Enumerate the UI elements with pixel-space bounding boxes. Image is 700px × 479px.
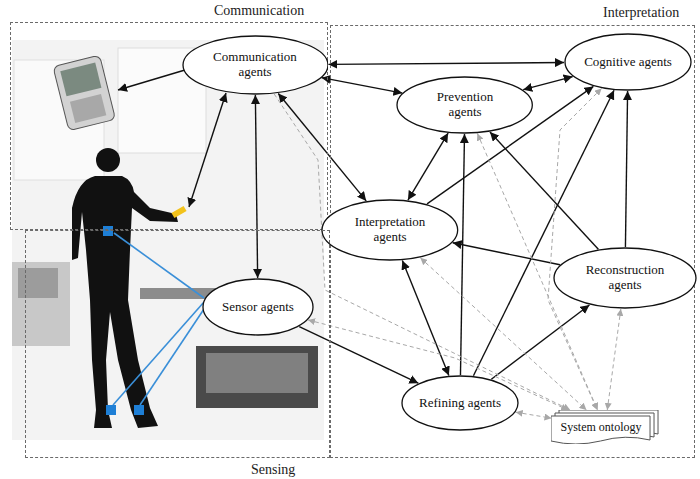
agent-ellipse: Interpretation agents [321,199,459,261]
agent-link [408,133,448,200]
label-holder: Reconstruction agents [575,263,675,293]
tv-screen [206,353,308,393]
agent-ellipse: Communication agents [182,35,329,95]
agent-link [278,93,366,200]
region-heading: Sensing [251,462,295,478]
ellipse-outline [322,200,458,260]
agent-ellipse: Sensor agents [202,278,314,336]
phone-keypad [70,94,106,123]
ellipse-outline [397,77,532,133]
agent-link [523,77,572,90]
heading-holder: Sensing [251,462,295,478]
heading-holder: Interpretation [603,5,679,21]
sofa [12,262,70,346]
ontology-link [548,88,602,410]
label-holder: Prevention agents [420,90,510,120]
label-holder: System ontology [560,421,641,435]
tv-cabinet [196,346,318,408]
node-label: Interpretation agents [343,215,438,245]
label-holder: Refining agents [419,396,501,411]
sensor-link [114,233,204,298]
node-label: Sensor agents [222,300,294,315]
phone-body [53,55,116,131]
node-label: System ontology [560,421,641,435]
ellipse-outline [565,34,691,90]
region-heading: Interpretation [603,5,679,21]
agent-link [299,327,418,384]
mobile-phone [53,55,116,131]
sensor-link [113,302,204,405]
agent-link [255,95,257,278]
person-head [96,148,120,172]
node-label: Communication agents [205,50,305,80]
ontology-link [607,309,621,410]
sensor-link [140,306,206,405]
phone-screen [60,62,101,96]
label-holder: Sensor agents [222,300,294,315]
agent-ellipse: Reconstruction agents [553,247,697,309]
node-label: Reconstruction agents [575,263,675,293]
region-heading: Communication [214,3,304,19]
agent-link [625,91,627,247]
agent-ellipse: Refining agents [401,375,519,431]
body-sensor [134,405,144,415]
handheld-device [171,206,186,218]
agent-ellipse: Prevention agents [396,76,533,134]
agent-link [453,243,560,265]
agent-ellipse: Cognitive agents [564,33,692,91]
person-silhouette [72,176,178,428]
agent-link [473,90,614,375]
body-sensor [106,405,116,415]
agent-link [460,134,464,375]
node-label: Refining agents [419,396,501,411]
ellipse-outline [402,376,518,430]
label-holder: Cognitive agents [584,55,672,70]
ontology-link [516,412,552,418]
node-label: Cognitive agents [584,55,672,70]
region-box: Cognitive agentsPrevention agentsInterpr… [330,25,695,458]
ontology-link [274,94,570,410]
sofa-cushion [18,268,58,298]
label-holder: Communication agents [205,50,305,80]
body-sensor [103,226,113,236]
label-holder: Interpretation agents [343,215,438,245]
ontology-link [308,320,568,410]
heading-holder: Communication [214,3,304,19]
ellipse-outline [203,279,313,335]
ellipse-outline [183,36,328,94]
agent-link [322,78,403,93]
ontology-document: System ontology [551,410,658,444]
document-page [551,416,650,444]
room-background [12,40,324,440]
node-label: Prevention agents [420,90,510,120]
region-box: Communication agentsCommunication [10,22,328,230]
region-box: Sensor agentsSensing [25,230,330,458]
device-link [189,93,226,207]
ellipse-outline [554,248,696,308]
agent-link [328,63,564,65]
